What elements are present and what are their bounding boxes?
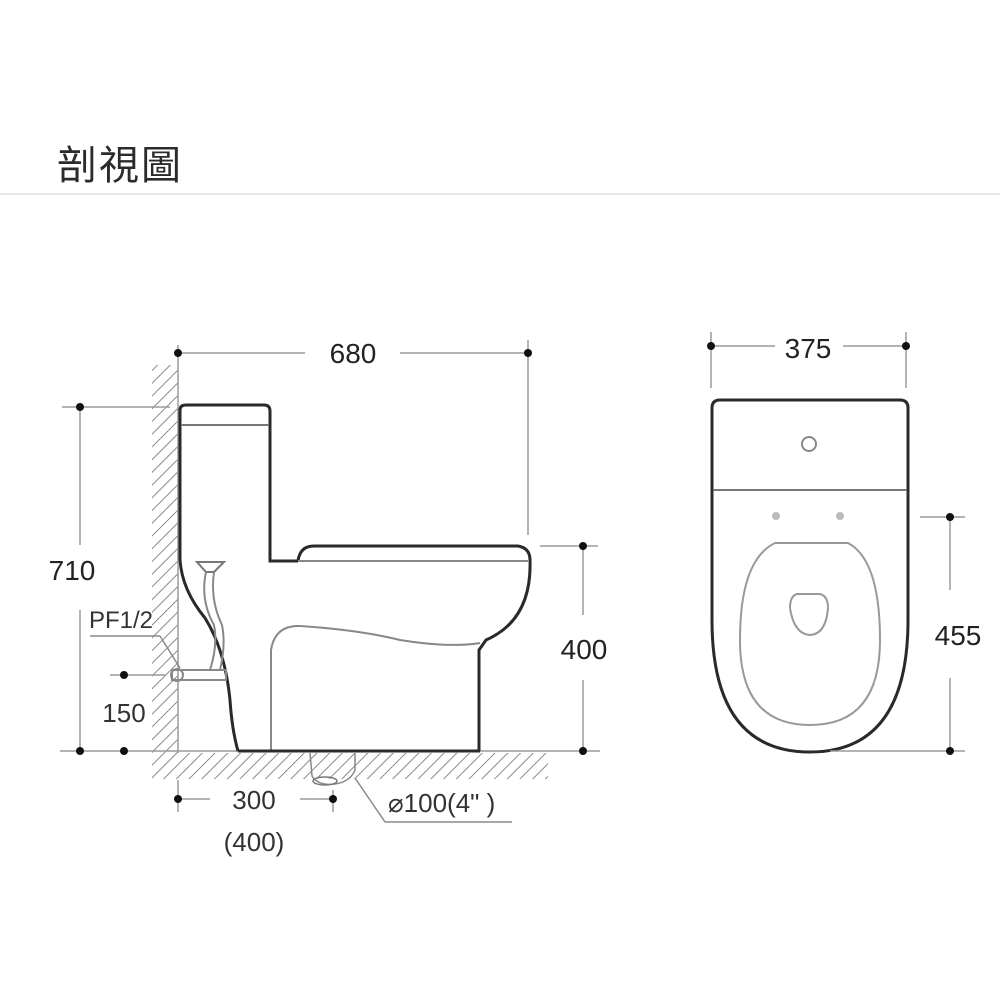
supply-thread-label: PF1/2 — [89, 607, 181, 669]
floor-hatch — [152, 753, 548, 779]
seat-lid — [296, 544, 532, 562]
svg-text:455: 455 — [935, 620, 982, 651]
svg-text:710: 710 — [49, 555, 96, 586]
dimension-375: 375 — [707, 332, 910, 388]
svg-text:⌀100(4" ): ⌀100(4" ) — [388, 788, 495, 818]
svg-text:PF1/2: PF1/2 — [89, 607, 153, 634]
wall-hatch — [152, 365, 178, 753]
page-title: 剖視圖 — [57, 143, 183, 189]
dimension-150: 150 — [102, 671, 165, 755]
dimension-400: 400 — [540, 542, 607, 755]
dimension-455: 455 — [830, 513, 981, 755]
title-divider — [0, 193, 1000, 195]
flush-button — [801, 436, 817, 452]
outlet-diameter-label: ⌀100(4" ) — [354, 777, 512, 823]
bowl-outline — [477, 559, 532, 751]
svg-text:680: 680 — [330, 338, 377, 369]
dimension-rough-in: 300 (400) — [174, 780, 337, 857]
svg-text:400: 400 — [561, 634, 608, 665]
dimension-710: 710 — [49, 403, 170, 755]
dimension-680: 680 — [174, 338, 532, 535]
svg-text:375: 375 — [785, 333, 832, 364]
tank-outline — [178, 403, 298, 563]
svg-text:150: 150 — [102, 698, 145, 728]
side-view: 680 710 PF1/2 150 — [49, 338, 608, 857]
top-outline — [710, 398, 910, 754]
seat-oval — [738, 542, 882, 727]
top-view: 375 455 — [707, 332, 981, 755]
svg-text:300: 300 — [232, 785, 275, 815]
svg-text:(400): (400) — [224, 827, 285, 857]
